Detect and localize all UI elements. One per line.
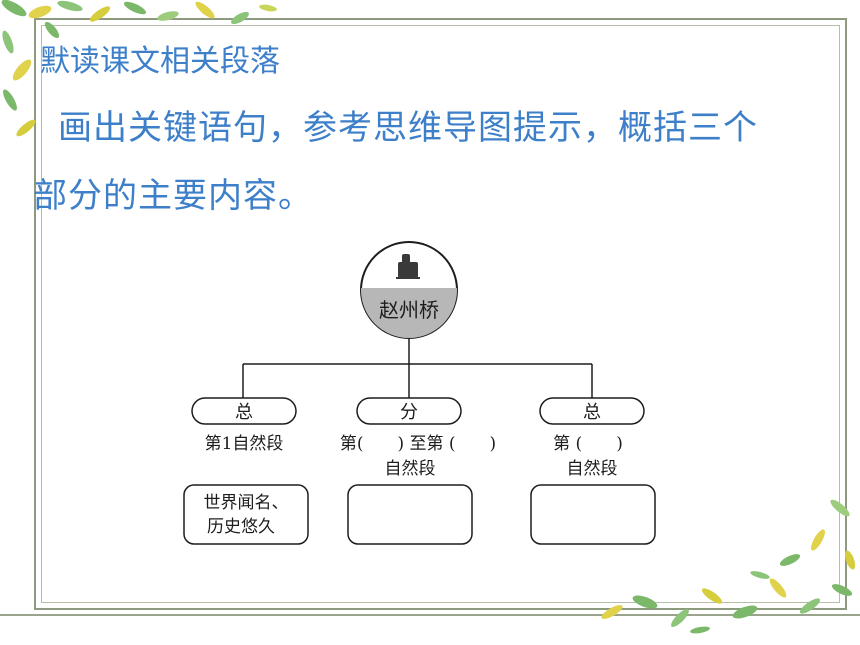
- instruction-line-1: 画出关键语句，参考思维导图提示，概括三个: [58, 108, 758, 148]
- leaf-cluster-top-left-icon: [1, 0, 277, 137]
- bridge-thumb-icon: [396, 254, 420, 279]
- branch-3: 总 第 ( ) 自然段: [530, 397, 656, 545]
- bottom-rule: [0, 614, 860, 616]
- branch-3-range-unit: 自然段: [567, 459, 618, 479]
- branch-1-range: 第1自然段: [205, 434, 284, 454]
- branch-2-range: 第( ) 至第 ( ): [340, 434, 496, 454]
- slide-frame-outer: [34, 18, 847, 610]
- branch-1: 总 第1自然段 世界闻名、 历史悠久: [183, 397, 309, 545]
- branch-2-range-unit: 自然段: [385, 459, 436, 479]
- branch-1-summary-line-2: 历史悠久: [207, 517, 275, 537]
- slide-title: 默读课文相关段落: [40, 44, 280, 79]
- connector-lines: [242, 338, 593, 398]
- branch-2-tag: 分: [400, 402, 418, 423]
- branch-1-tag: 总: [235, 402, 253, 423]
- center-node: 赵州桥: [360, 241, 458, 339]
- branch-1-summary-line-1: 世界闻名、: [204, 493, 289, 513]
- branch-2-answer-box[interactable]: [347, 484, 473, 545]
- slide-frame-inner: [41, 25, 840, 603]
- instruction-line-2: 部分的主要内容。: [33, 176, 313, 216]
- center-label: 赵州桥: [379, 298, 439, 322]
- branch-3-tag: 总: [583, 402, 601, 423]
- branch-3-range: 第 ( ): [553, 434, 623, 454]
- branch-3-answer-box[interactable]: [530, 484, 656, 545]
- branch-1-summary-box: [183, 484, 309, 545]
- leaf-cluster-bottom-right-icon: [601, 499, 856, 634]
- branch-1-tag-pill: [191, 397, 297, 425]
- branch-2-tag-pill: [356, 397, 462, 425]
- branch-3-tag-pill: [539, 397, 645, 425]
- branch-2: 分 第( ) 至第 ( ) 自然段: [340, 397, 496, 545]
